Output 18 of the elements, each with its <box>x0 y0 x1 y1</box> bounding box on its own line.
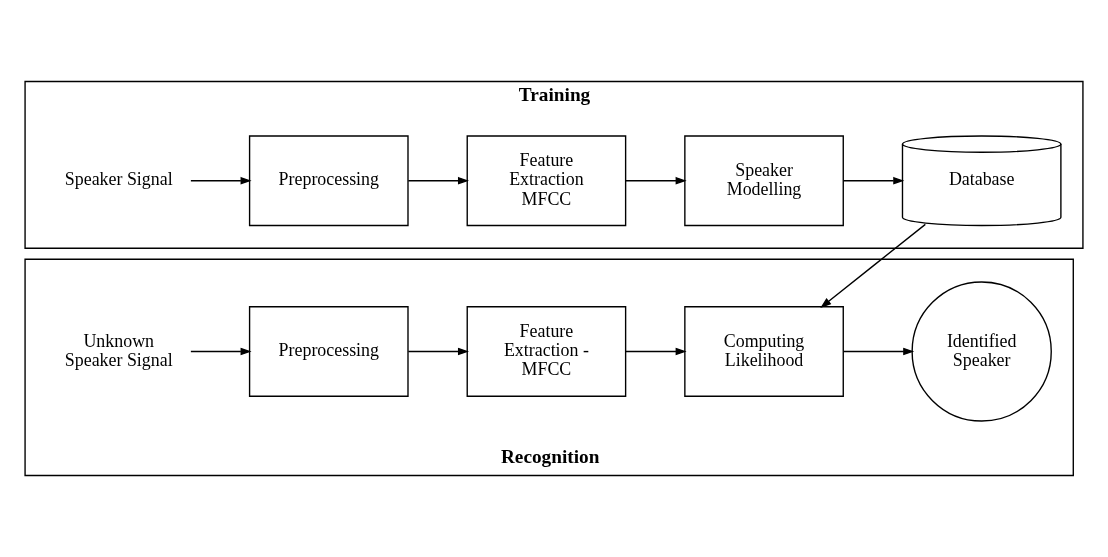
arrow <box>190 176 252 185</box>
node-box: Feature Extraction - MFCC <box>466 306 627 397</box>
node-box: Speaker Modelling <box>684 135 844 227</box>
node-box: Computing Likelihood <box>684 306 844 397</box>
node-box: Preprocessing <box>248 135 409 227</box>
arrow <box>407 347 469 356</box>
arrow <box>842 176 905 185</box>
arrow <box>190 347 252 356</box>
arrow <box>625 347 687 356</box>
arrow <box>625 176 687 185</box>
node-text: Unknown Speaker Signal <box>64 330 173 370</box>
arrow <box>407 176 469 185</box>
node-box: Feature Extraction MFCC <box>466 135 627 227</box>
arrow <box>842 347 915 356</box>
node-text: Speaker Signal <box>64 169 173 190</box>
node-box: Preprocessing <box>248 306 409 397</box>
node-circle: Identified Speaker <box>911 281 1052 422</box>
arrow <box>820 223 927 308</box>
